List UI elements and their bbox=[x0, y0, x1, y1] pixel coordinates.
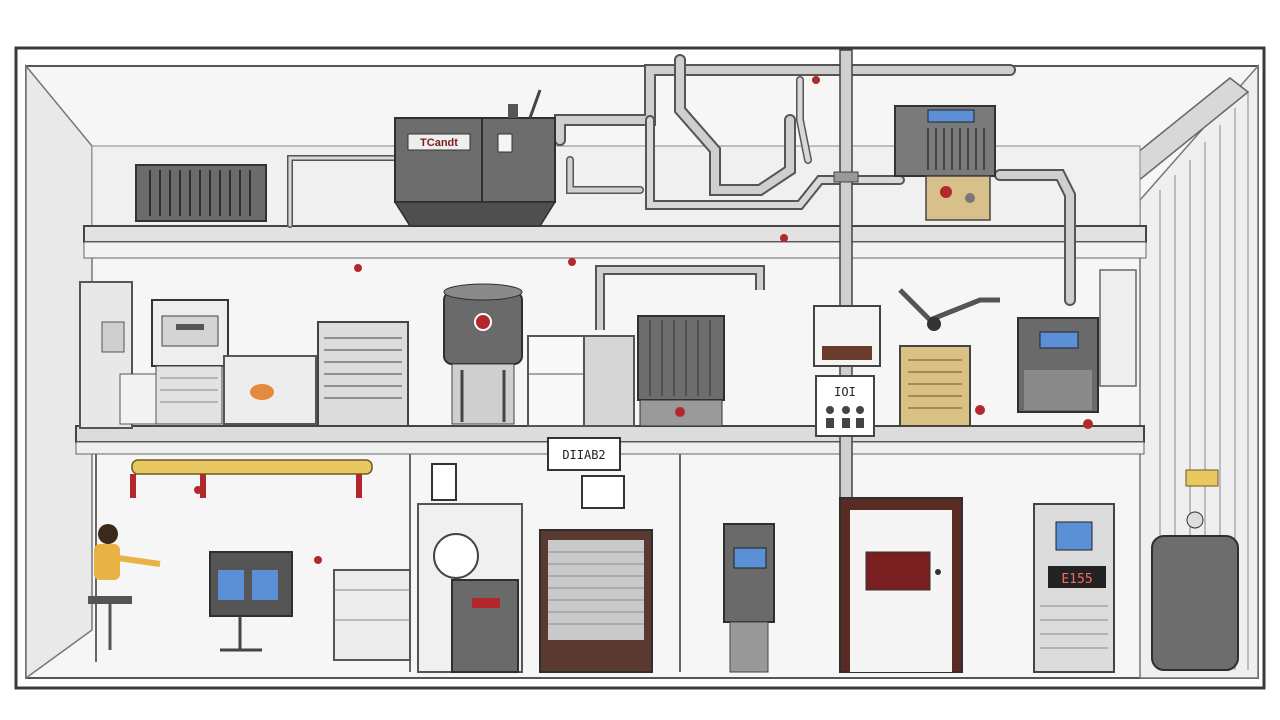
robotic-arm bbox=[898, 288, 1000, 331]
control-panel-b-label: E155 bbox=[1061, 572, 1092, 587]
control-cabinet-label: TCandt bbox=[420, 137, 458, 149]
sign-board-label: DIIAB2 bbox=[562, 448, 605, 462]
water-heater-tank bbox=[595, 265, 765, 427]
boiler-unit bbox=[1017, 269, 1137, 413]
worker-figure bbox=[88, 524, 161, 650]
red-valves bbox=[194, 76, 1093, 564]
storage-box bbox=[223, 355, 317, 425]
meter-cabinet bbox=[723, 523, 775, 673]
pressure-vessel bbox=[443, 283, 523, 425]
compressor-unit bbox=[899, 345, 971, 427]
upper-shelf bbox=[83, 225, 1147, 259]
sign-board bbox=[547, 437, 625, 509]
control-panel-a-label: IOI bbox=[834, 385, 856, 399]
yellow-heating-pipe bbox=[130, 459, 373, 498]
control-panel-a bbox=[815, 375, 875, 437]
control-cabinet bbox=[393, 89, 557, 227]
lab-workbench bbox=[209, 551, 293, 652]
roller-shutter-door bbox=[539, 529, 653, 673]
rack-equipment bbox=[333, 569, 411, 661]
wall-ac-unit bbox=[135, 164, 267, 222]
monitor-workstation bbox=[813, 305, 881, 367]
hot-water-cylinder bbox=[1151, 469, 1239, 671]
washer-machine bbox=[451, 579, 519, 673]
server-cabinet bbox=[1033, 503, 1115, 673]
rooftop-hvac-unit bbox=[894, 105, 996, 221]
refrigerator-unit bbox=[527, 335, 635, 427]
industrial-oven bbox=[119, 299, 229, 425]
vented-enclosure bbox=[317, 321, 409, 427]
entry-door bbox=[839, 497, 963, 673]
